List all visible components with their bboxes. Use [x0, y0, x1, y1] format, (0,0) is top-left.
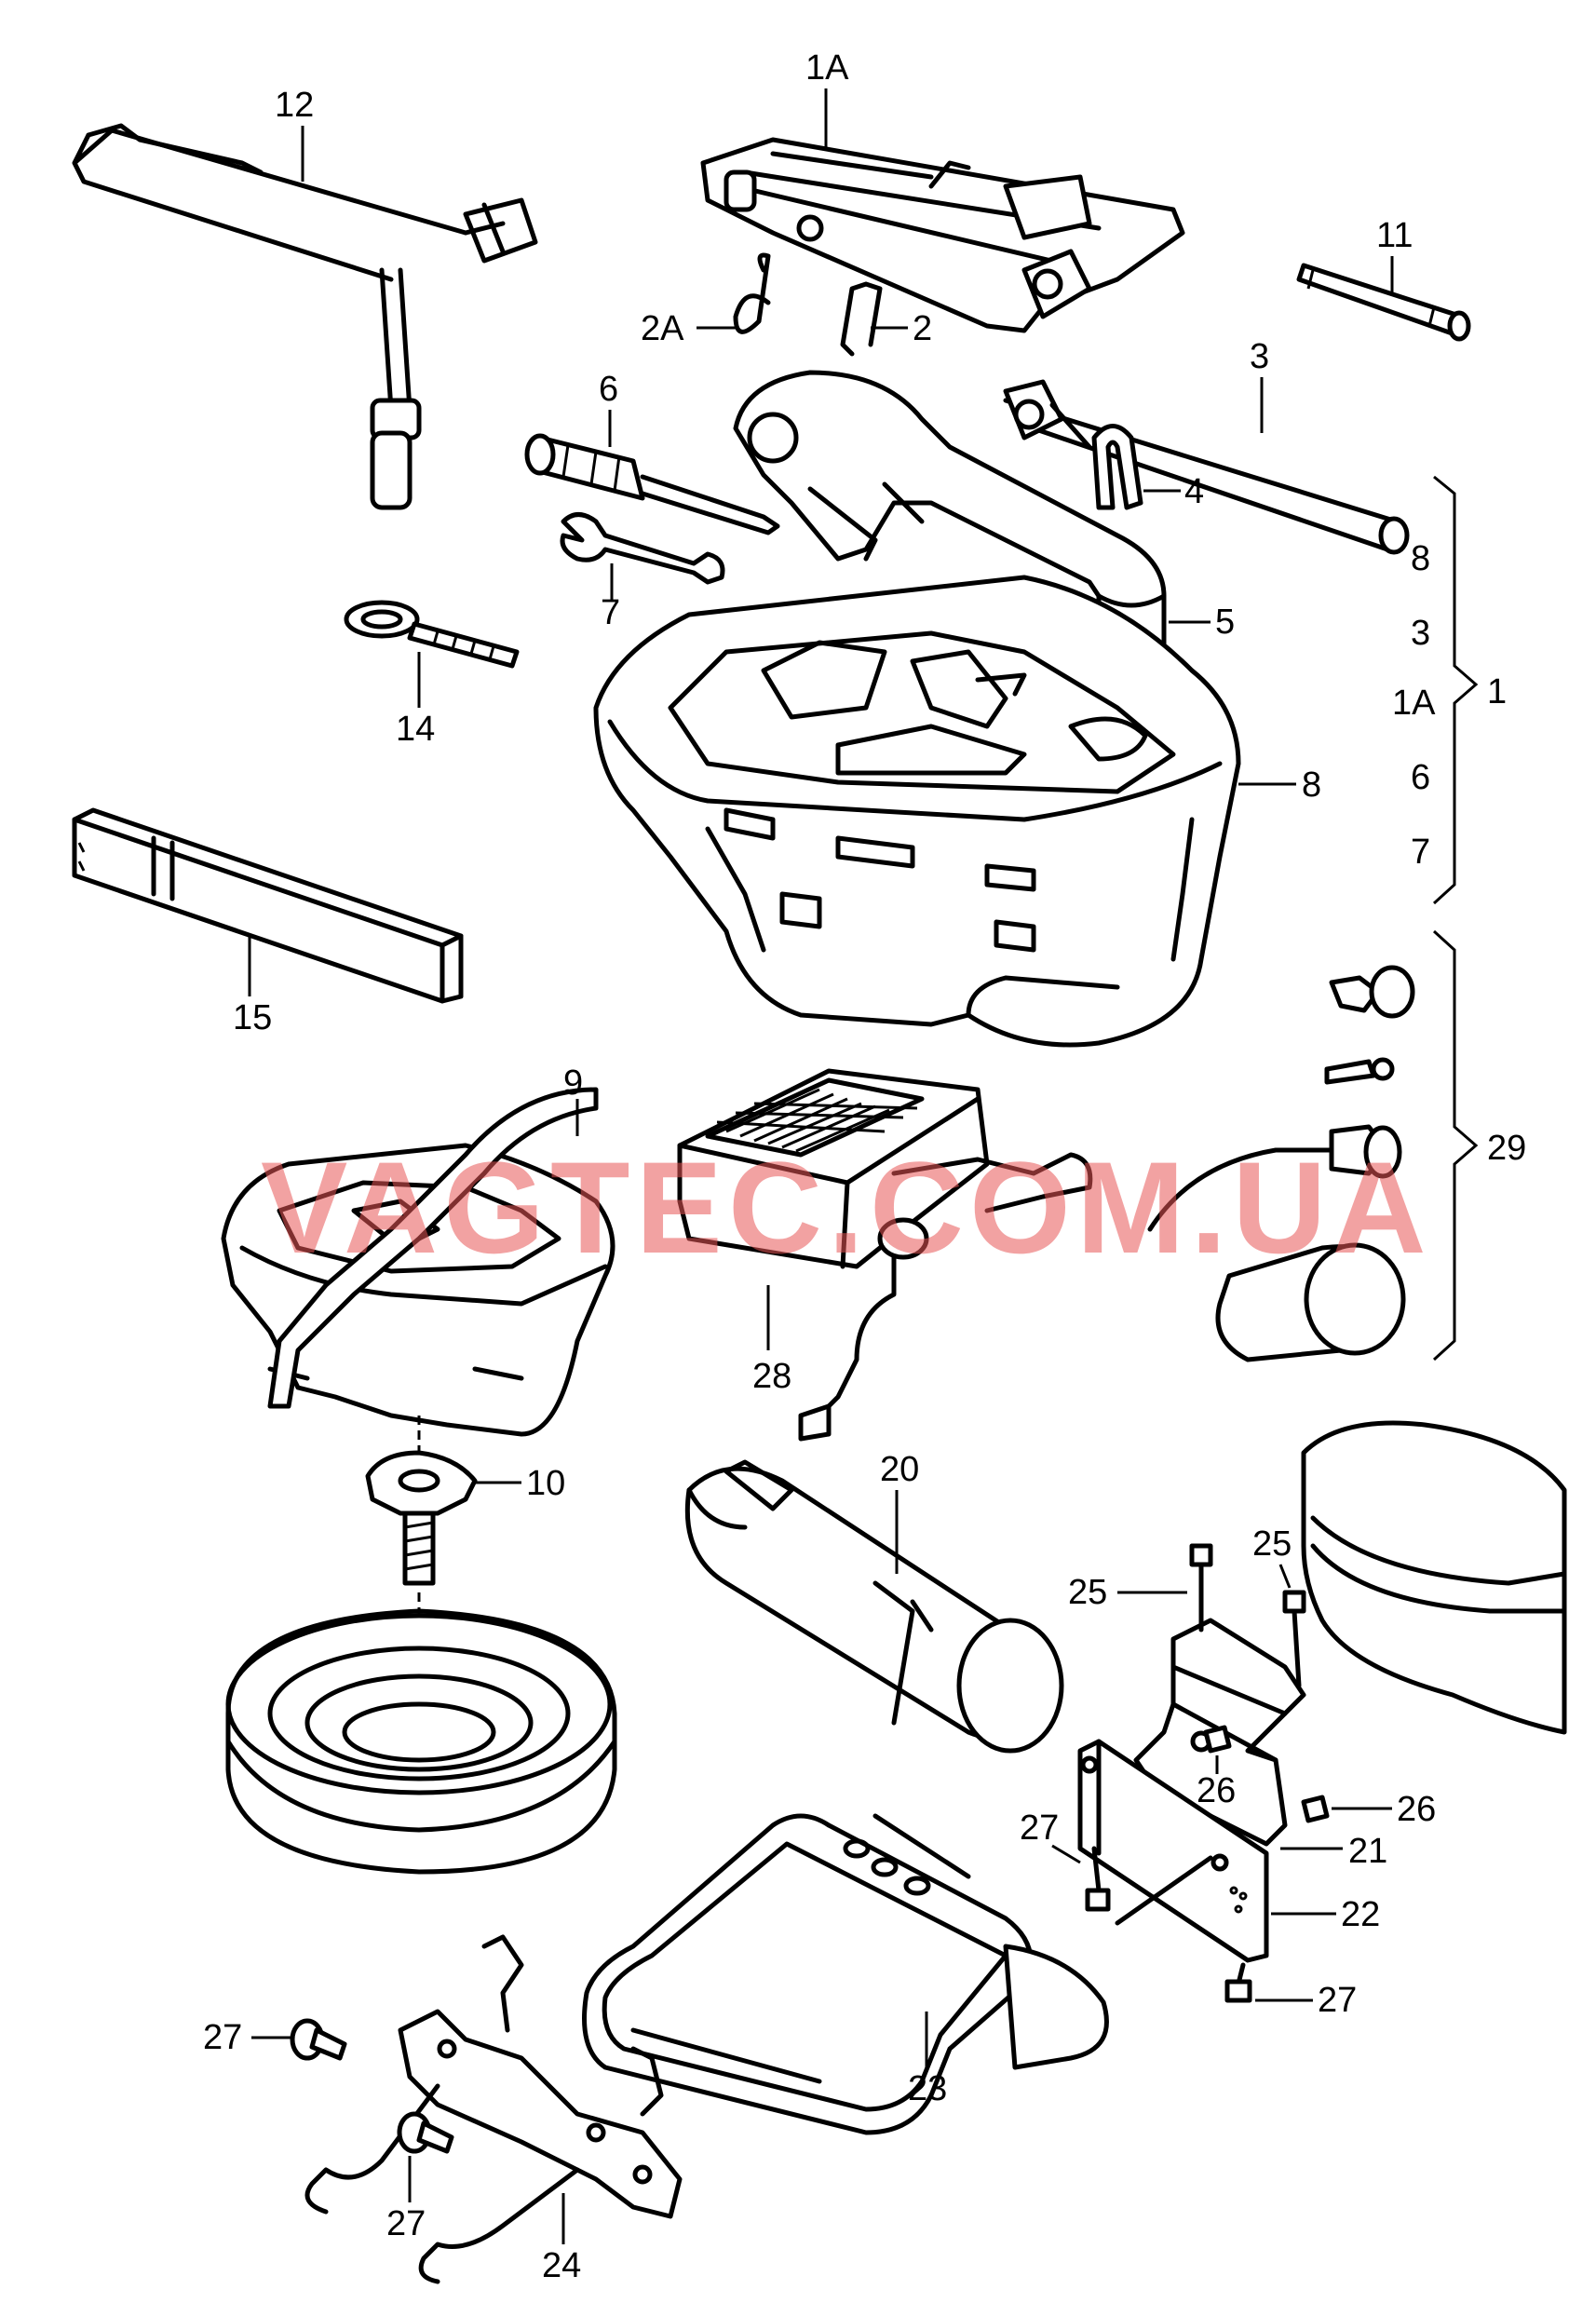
part-25-bolt-b: [1282, 1590, 1306, 1688]
part-2A-clip: [733, 252, 771, 334]
callout-7-top: 7: [601, 593, 620, 632]
spare-tyre: [225, 1608, 617, 1875]
part-14-towing-eye: [344, 600, 520, 669]
callout-5: 5: [1215, 603, 1235, 642]
part-4-clip: [1091, 424, 1143, 510]
leader-25b: [1278, 1564, 1292, 1589]
part-27-bolt-b: [1224, 1962, 1252, 2003]
part-10-wing-bolt: [365, 1416, 478, 1769]
callout-6-top: 6: [599, 370, 618, 409]
callout-24: 24: [542, 2246, 581, 2285]
part-15-warning-triangle-case: [72, 807, 464, 1004]
part-1A-jack: [700, 137, 1185, 333]
part-29-adapter-cap: [1329, 965, 1415, 1019]
kit-1-bracket: [1432, 475, 1479, 905]
callout-1A-top: 1A: [805, 48, 849, 88]
part-11-pin: [1296, 263, 1471, 342]
callout-25b: 25: [1252, 1524, 1292, 1564]
part-29-valve-adapter: [1324, 1057, 1395, 1085]
callout-27a: 27: [1020, 1809, 1059, 1848]
part-body-panel: [1301, 1420, 1567, 1735]
callout-12: 12: [275, 86, 314, 125]
callout-23: 23: [908, 2069, 947, 2108]
part-29-hose: [1147, 1124, 1402, 1232]
kit-1-item-3: 3: [1411, 614, 1430, 653]
callout-2A: 2A: [641, 309, 684, 348]
callout-14: 14: [396, 710, 435, 749]
callout-26b: 26: [1397, 1790, 1436, 1829]
callout-27d: 27: [386, 2204, 426, 2243]
callout-29: 29: [1487, 1129, 1526, 1168]
callout-27b: 27: [1318, 1981, 1357, 2020]
callout-8-right: 8: [1302, 765, 1321, 805]
leader-27a: [1051, 1844, 1081, 1864]
kit-1-item-8: 8: [1411, 539, 1430, 578]
callout-10: 10: [526, 1464, 565, 1503]
callout-3-top: 3: [1250, 337, 1269, 376]
part-8-tool-tray: [593, 575, 1241, 1048]
callout-4: 4: [1184, 472, 1204, 511]
part-6-screwdriver: [524, 433, 780, 535]
watermark: VAGTEC.COM.UA: [261, 1134, 1432, 1280]
callout-20: 20: [880, 1450, 919, 1489]
callout-15: 15: [233, 998, 272, 1037]
part-20-canister: [684, 1459, 1064, 1754]
callout-2: 2: [913, 309, 932, 348]
part-24-bracket: [304, 1934, 683, 2284]
callout-26a: 26: [1197, 1771, 1236, 1810]
part-23-cover: [582, 1813, 1109, 2135]
kit-1-item-1A: 1A: [1392, 684, 1436, 723]
kit-1-item-6: 6: [1411, 758, 1430, 797]
callout-27c: 27: [203, 2018, 242, 2057]
part-9-small-tray: [221, 1087, 615, 1437]
part-29-pressure-cylinder: [1215, 1242, 1406, 1362]
part-7-spanner: [560, 512, 725, 585]
callout-22: 22: [1341, 1895, 1380, 1934]
part-25-bolt-a: [1189, 1543, 1213, 1632]
callout-11: 11: [1376, 216, 1413, 255]
kit-1-item-7: 7: [1411, 833, 1430, 872]
callout-25a: 25: [1068, 1573, 1107, 1612]
part-27-bolt-a: [1085, 1846, 1111, 1912]
callout-9: 9: [563, 1063, 583, 1103]
part-3-wheel-wrench: [1003, 379, 1410, 555]
kit-1-label: 1: [1487, 672, 1507, 711]
part-2-clip: [840, 281, 883, 357]
part-29-bracket: [1432, 929, 1479, 1361]
part-26-nut-b: [1301, 1795, 1330, 1823]
part-22-plate: [1077, 1739, 1269, 1963]
callout-21: 21: [1348, 1832, 1387, 1871]
part-27-bolt-d: [397, 2111, 454, 2154]
part-27-bolt-c: [290, 2018, 347, 2061]
part-28-compressor: [677, 1068, 1093, 1442]
part-26-nut-a: [1203, 1725, 1232, 1754]
part-12-crank-handle: [72, 123, 538, 510]
callout-28: 28: [752, 1357, 791, 1396]
